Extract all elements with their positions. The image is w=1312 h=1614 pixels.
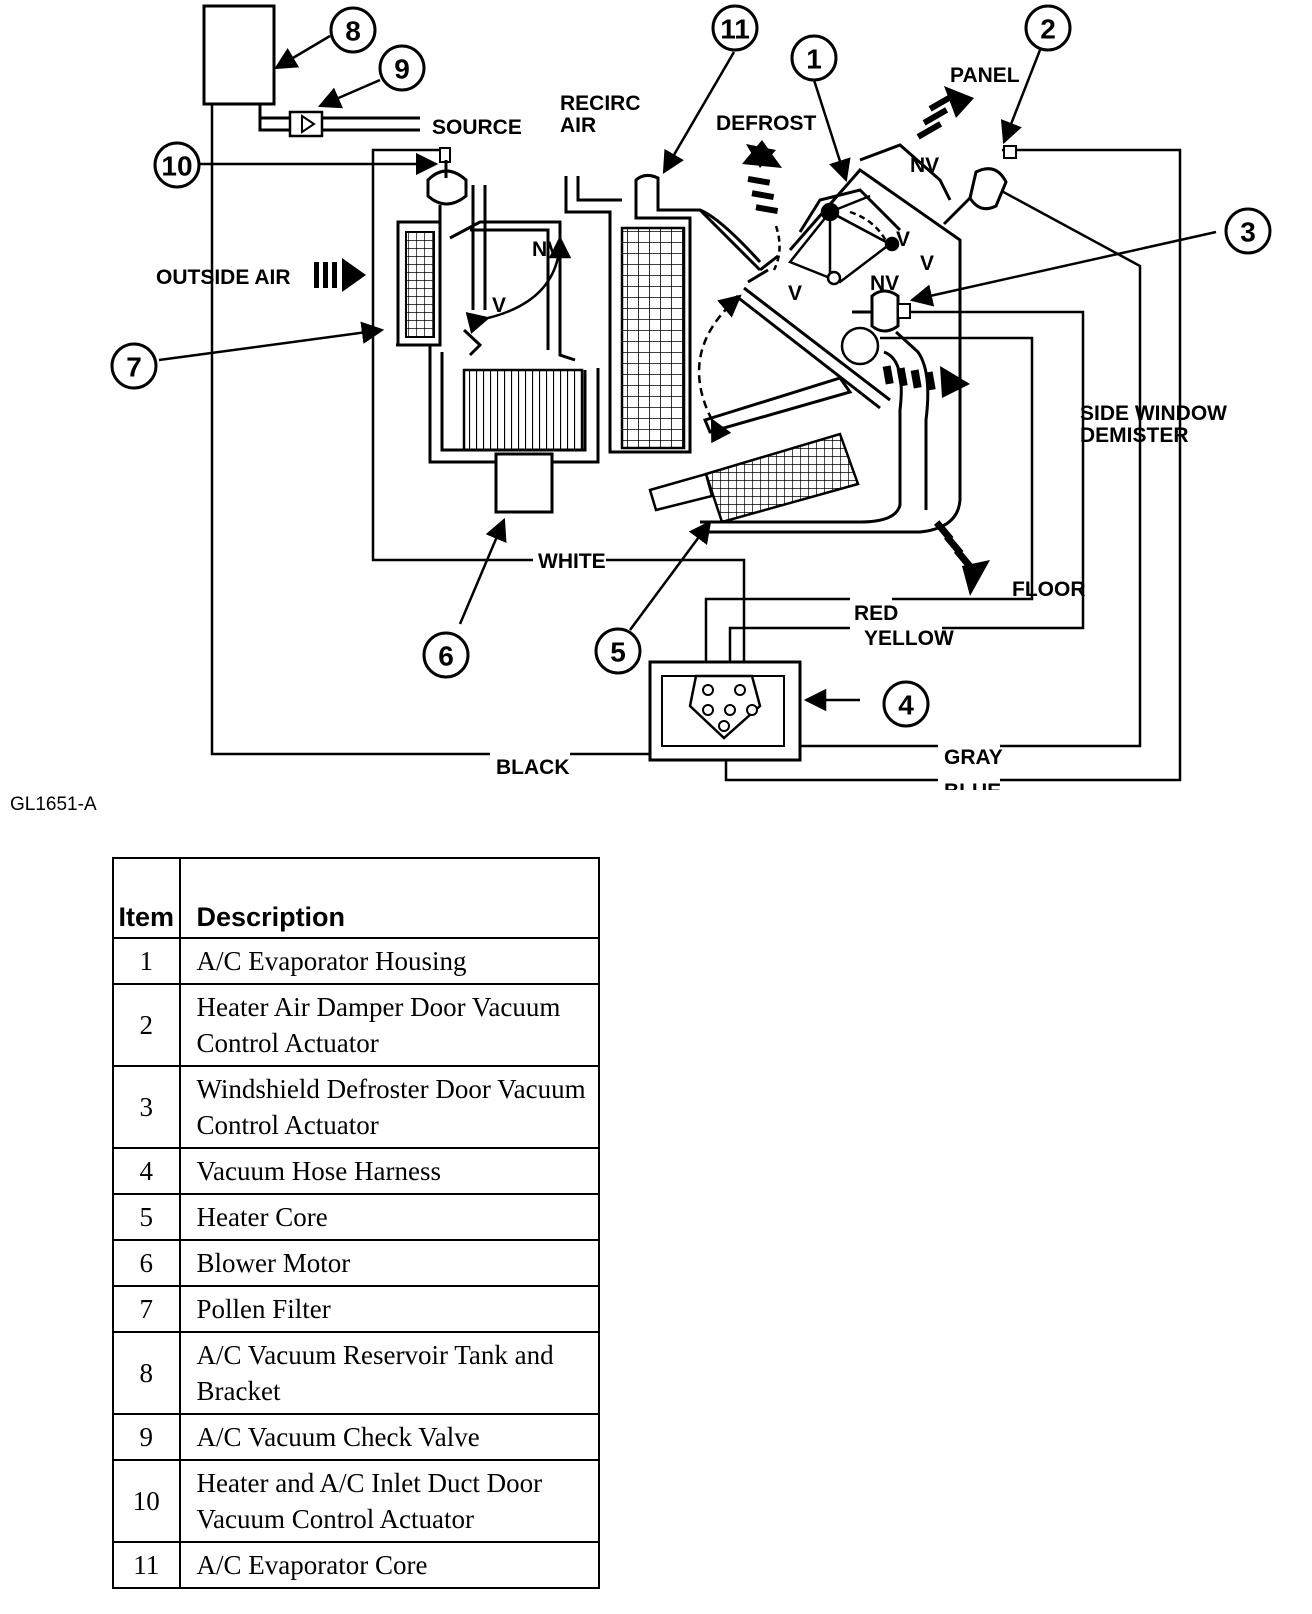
header-description: Description — [178, 857, 601, 939]
label-outside-air: OUTSIDE AIR — [156, 266, 291, 289]
item-number: 11 — [112, 1541, 181, 1589]
blower-wheel — [462, 368, 584, 452]
callout-1: 1 — [806, 44, 822, 75]
check-valve — [288, 110, 324, 138]
callout-leaders — [158, 34, 1217, 712]
callout-4: 4 — [898, 690, 914, 721]
label-recirc: RECIRC — [560, 92, 641, 115]
callout-7: 7 — [126, 352, 142, 383]
item-number: 5 — [112, 1193, 181, 1241]
table-row: 9 A/C Vacuum Check Valve — [112, 1413, 601, 1461]
label-floor: FLOOR — [1012, 578, 1086, 601]
label-side-window: SIDE WINDOW — [1080, 402, 1227, 425]
callout-6: 6 — [438, 641, 454, 672]
table-row: 3 Windshield Defroster Door Vacuum Contr… — [112, 1065, 601, 1149]
vacuum-system-diagram: 1 2 3 4 5 6 7 8 9 10 11 SOURCE RECIRC AI… — [110, 4, 1272, 790]
heater-core — [648, 432, 860, 524]
item-number: 4 — [112, 1147, 181, 1195]
callout-10: 10 — [161, 151, 192, 182]
label-demister: DEMISTER — [1080, 424, 1189, 447]
table-row: 2 Heater Air Damper Door Vacuum Control … — [112, 983, 601, 1067]
item-description: A/C Vacuum Check Valve — [178, 1413, 601, 1461]
defrost-airflow-arrow — [742, 140, 782, 215]
item-description: Heater and A/C Inlet Duct Door Vacuum Co… — [178, 1459, 601, 1543]
table-row: 10 Heater and A/C Inlet Duct Door Vacuum… — [112, 1459, 601, 1543]
callout-11: 11 — [720, 14, 750, 45]
door-swing-arrows — [465, 210, 892, 444]
vacuum-reservoir-tank — [202, 4, 276, 106]
panel-airflow-arrow — [916, 86, 974, 140]
item-description: A/C Evaporator Core — [178, 1541, 601, 1589]
defroster-actuator — [852, 289, 911, 333]
label-source: SOURCE — [432, 116, 522, 139]
demister-airflow-arrow — [882, 365, 970, 398]
hose-label-black: BLACK — [496, 756, 570, 779]
vacuum-harness-connector — [648, 660, 802, 762]
item-description: Blower Motor — [178, 1239, 601, 1287]
item-legend-table: Item Description 1 A/C Evaporator Housin… — [112, 857, 601, 1589]
table-header-row: Item Description — [112, 857, 601, 939]
hvac-housing — [396, 143, 962, 534]
label-nv-panel: NV — [910, 154, 939, 177]
outside-air-arrow — [314, 258, 366, 292]
table-row: 5 Heater Core — [112, 1193, 601, 1241]
item-description: A/C Evaporator Housing — [178, 937, 601, 985]
item-description: Pollen Filter — [178, 1285, 601, 1333]
item-number: 7 — [112, 1285, 181, 1333]
label-panel: PANEL — [950, 64, 1020, 87]
table-row: 8 A/C Vacuum Reservoir Tank and Bracket — [112, 1331, 601, 1415]
pollen-filter — [405, 231, 435, 338]
callout-8: 8 — [345, 16, 361, 47]
figure-id: GL1651-A — [10, 794, 97, 815]
item-number: 8 — [112, 1331, 181, 1415]
label-v-blend: V — [896, 228, 910, 251]
table-row: 6 Blower Motor — [112, 1239, 601, 1287]
source-line — [258, 104, 420, 132]
item-number: 2 — [112, 983, 181, 1067]
inlet-duct-actuator — [426, 147, 468, 206]
item-number: 10 — [112, 1459, 181, 1543]
floor-airflow-arrow — [933, 520, 990, 596]
evaporator-core — [620, 226, 686, 450]
item-number: 3 — [112, 1065, 181, 1149]
hose-label-gray: GRAY — [944, 746, 1003, 769]
hose-label-yellow: YELLOW — [864, 627, 954, 650]
hose-label-red: RED — [854, 602, 898, 625]
label-air: AIR — [560, 114, 596, 137]
label-v-panel: V — [920, 252, 934, 275]
table-row: 1 A/C Evaporator Housing — [112, 937, 601, 985]
defroster-linkage — [787, 194, 900, 366]
item-description: Heater Core — [178, 1193, 601, 1241]
table-row: 7 Pollen Filter — [112, 1285, 601, 1333]
hose-label-blue: BLUE — [944, 780, 1001, 790]
callout-2: 2 — [1040, 14, 1056, 45]
callout-3: 3 — [1240, 217, 1256, 248]
callout-circles — [110, 4, 1272, 728]
label-nv-inlet: NV — [532, 238, 561, 261]
item-description: Windshield Defroster Door Vacuum Control… — [178, 1065, 601, 1149]
item-number: 6 — [112, 1239, 181, 1287]
label-nv-defrost: NV — [870, 272, 899, 295]
item-description: Vacuum Hose Harness — [178, 1147, 601, 1195]
label-defrost: DEFROST — [716, 112, 817, 135]
label-v-defrost: V — [788, 282, 802, 305]
callout-5: 5 — [610, 637, 626, 668]
item-description: Heater Air Damper Door Vacuum Control Ac… — [178, 983, 601, 1067]
damper-actuator — [942, 145, 1017, 226]
item-number: 9 — [112, 1413, 181, 1461]
table-row: 11 A/C Evaporator Core — [112, 1541, 601, 1589]
item-description: A/C Vacuum Reservoir Tank and Bracket — [178, 1331, 601, 1415]
blower-motor — [494, 452, 554, 514]
header-item: Item — [112, 857, 181, 939]
callout-9: 9 — [394, 54, 410, 85]
table-row: 4 Vacuum Hose Harness — [112, 1147, 601, 1195]
hose-label-white: WHITE — [538, 550, 606, 573]
label-v-inlet: V — [492, 294, 506, 317]
item-number: 1 — [112, 937, 181, 985]
blend-door — [702, 286, 891, 434]
